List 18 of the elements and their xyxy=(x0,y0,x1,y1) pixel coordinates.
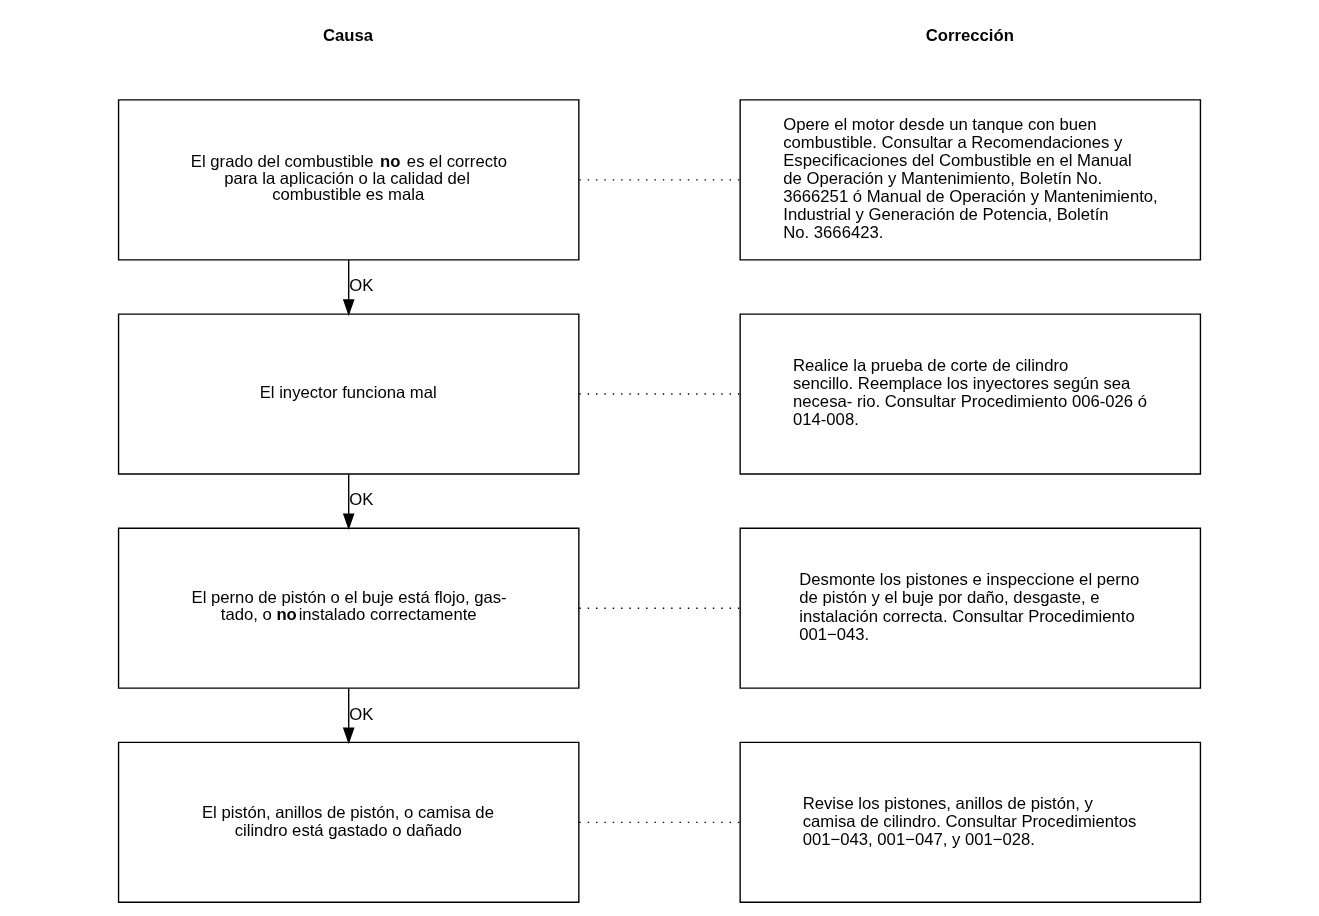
arrow xyxy=(342,259,355,316)
node-box: Revise los pistones, anillos de pistón, y camisa de cilindro. Consultar Procedimientos 001−043, 001−047, y 001−028. xyxy=(739,741,1202,903)
arrow xyxy=(342,473,355,531)
node-box: El grado del combustible no es el correcto para la aplicación o la calidad del combustible es mala xyxy=(117,99,580,261)
node-box: El pistón, anillos de pistón, o camisa de cilindro está gastado o dañado xyxy=(117,741,580,903)
edge-label: OK xyxy=(349,276,374,296)
edge-label: OK xyxy=(349,704,374,724)
connector xyxy=(578,607,741,609)
label: Corrección xyxy=(925,25,1014,45)
label: Causa xyxy=(322,25,374,45)
node-box: El inyector funciona mal xyxy=(117,313,580,475)
node-box: El perno de pistón o el buje está flojo, gas- tado, o noinstalado correctamente xyxy=(117,527,580,689)
node-box: Desmonte los pistones e inspeccione el perno de pistón y el buje por daño, desgaste, e instalación correcta. Consultar Procedimiento 001−043. xyxy=(739,527,1202,689)
node-box: Realice la prueba de corte de cilindro sencillo. Reemplace los inyectores según sea necesa- rio. Consultar Procedimiento 006-026 ó 014-008. xyxy=(739,313,1202,475)
node-box: Opere el motor desde un tanque con buen combustible. Consultar a Recomendaciones y Especificaciones del Combustible en el Manual de Operación y Mantenimiento, Boletín No. 3666251 ó Manual de Operación y Mantenimiento, Industrial y Generación de Potencia, Boletín No. 3666423. xyxy=(739,99,1202,261)
connector xyxy=(578,821,741,824)
edge-label: OK xyxy=(349,490,374,510)
arrow xyxy=(342,687,355,745)
